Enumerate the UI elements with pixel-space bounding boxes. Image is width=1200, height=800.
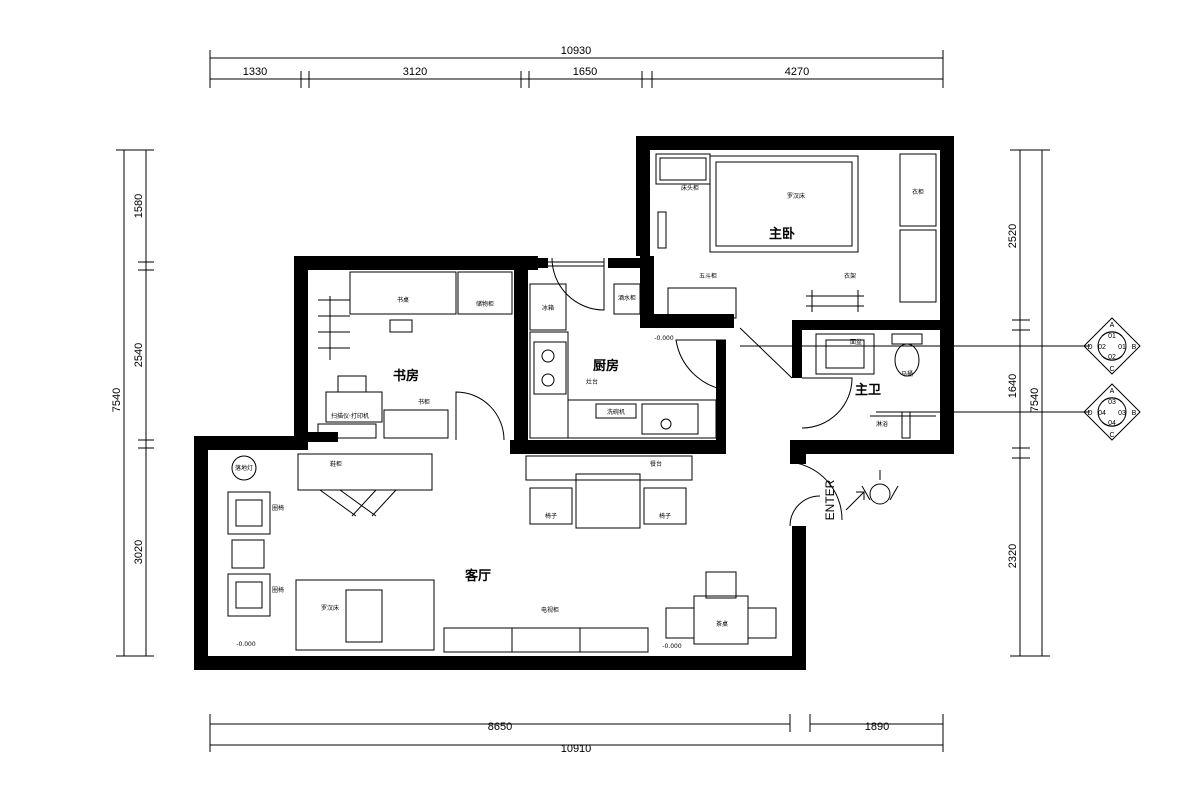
label-basin: 面盆 <box>850 338 862 346</box>
bottom-dim-1: 8650 <box>488 721 512 733</box>
label-sofa: 罗汉床 <box>321 604 339 612</box>
enter-label: ENTER <box>823 479 837 520</box>
right-dimension-lines <box>1010 149 1050 657</box>
study-furniture <box>317 271 513 439</box>
label-study-cabinet: 储物柜 <box>476 300 494 308</box>
label-chair-top: 圈椅 <box>272 504 284 512</box>
symbol1-top: A <box>1110 322 1115 329</box>
label-stove: 灶台 <box>586 378 598 386</box>
symbol1-n4: 01 <box>1118 344 1126 351</box>
kitchen-furniture <box>529 283 717 439</box>
bottom-total-dim: 10910 <box>561 743 592 755</box>
dining-furniture <box>525 455 693 529</box>
symbol2-n4: 03 <box>1118 410 1126 417</box>
windows <box>199 150 645 636</box>
label-study-shelf: 书柜 <box>418 398 430 406</box>
room-living: 客厅 <box>465 568 491 584</box>
right-dim-3: 2320 <box>1007 544 1019 568</box>
label-desk: 书桌 <box>397 296 409 304</box>
top-dim-2: 3120 <box>403 66 427 78</box>
top-dim-3: 1650 <box>573 66 597 78</box>
left-dimension-lines <box>116 149 154 657</box>
label-counter: 餐台 <box>650 460 662 468</box>
label-tea-table: 茶桌 <box>716 620 728 628</box>
symbol2-right: B <box>1132 410 1137 417</box>
bottom-dimension-lines <box>209 714 944 752</box>
left-dim-1: 1580 <box>133 194 145 218</box>
label-shoe-cabinet: 鞋柜 <box>330 460 342 468</box>
room-master-bedroom: 主卧 <box>769 226 795 242</box>
symbol2-left: D <box>1087 410 1092 417</box>
symbol1-n3: 02 <box>1108 354 1116 361</box>
label-chair-bottom: 圈椅 <box>272 586 284 594</box>
doors <box>455 257 853 527</box>
elevation-symbol-2: A C D B 03 04 03 04 <box>1083 383 1141 441</box>
label-nightstand: 床头柜 <box>681 184 699 192</box>
label-stool-left: 椅子 <box>545 512 557 520</box>
room-master-bath: 主卫 <box>855 382 881 398</box>
top-dimension-lines <box>209 50 944 88</box>
label-wine-cabinet: 酒水柜 <box>618 294 636 302</box>
level-mark-tea: -0.000 <box>662 643 682 650</box>
label-stool-right: 椅子 <box>659 512 671 520</box>
right-dim-1: 2520 <box>1007 224 1019 248</box>
room-study: 书房 <box>393 368 419 384</box>
master-bedroom-furniture <box>655 153 937 319</box>
label-bedroom-cabinet: 五斗柜 <box>699 272 717 280</box>
enter-arrow-icon <box>845 491 865 511</box>
label-shower: 淋浴 <box>876 420 888 428</box>
right-dim-2: 1640 <box>1007 374 1019 398</box>
level-mark-living: -0.000 <box>236 641 256 648</box>
top-total-dim: 10930 <box>561 45 592 57</box>
bottom-dim-2: 1890 <box>865 721 889 733</box>
symbol2-n1: 03 <box>1108 399 1116 406</box>
living-furniture <box>227 453 899 653</box>
top-dim-1: 1330 <box>243 66 267 78</box>
symbol1-left: D <box>1087 344 1092 351</box>
right-total-dim: 7540 <box>1029 388 1041 412</box>
label-clothes-rack: 衣架 <box>844 272 856 280</box>
left-dim-3: 3020 <box>133 540 145 564</box>
walls <box>194 136 954 670</box>
symbol2-n2: 04 <box>1098 410 1106 417</box>
level-mark-bedroom: -0.000 <box>654 335 674 342</box>
label-dishwasher: 洗碗机 <box>607 408 625 416</box>
symbol1-n2: 02 <box>1098 344 1106 351</box>
room-kitchen: 厨房 <box>593 358 619 374</box>
symbol2-bottom: C <box>1109 432 1114 439</box>
label-printer: 扫描仪·打印机 <box>331 412 369 420</box>
left-total-dim: 7540 <box>111 388 123 412</box>
symbol2-top: A <box>1110 388 1115 395</box>
label-fridge: 冰箱 <box>542 304 554 312</box>
label-wardrobe: 衣柜 <box>912 188 924 196</box>
symbol1-n1: 01 <box>1108 333 1116 340</box>
label-lamp: 落地灯 <box>235 464 253 472</box>
label-bed: 罗汉床 <box>787 192 805 200</box>
symbol1-bottom: C <box>1109 366 1114 373</box>
left-dim-2: 2540 <box>133 343 145 367</box>
symbol2-n3: 04 <box>1108 420 1116 427</box>
label-toilet: 马桶 <box>901 370 913 378</box>
elevation-symbol-1: A C D B 01 02 01 02 <box>1083 317 1141 375</box>
symbol1-right: B <box>1132 344 1137 351</box>
top-dim-4: 4270 <box>785 66 809 78</box>
bath-furniture <box>815 333 936 439</box>
label-tv-cabinet: 电视柜 <box>541 606 559 614</box>
